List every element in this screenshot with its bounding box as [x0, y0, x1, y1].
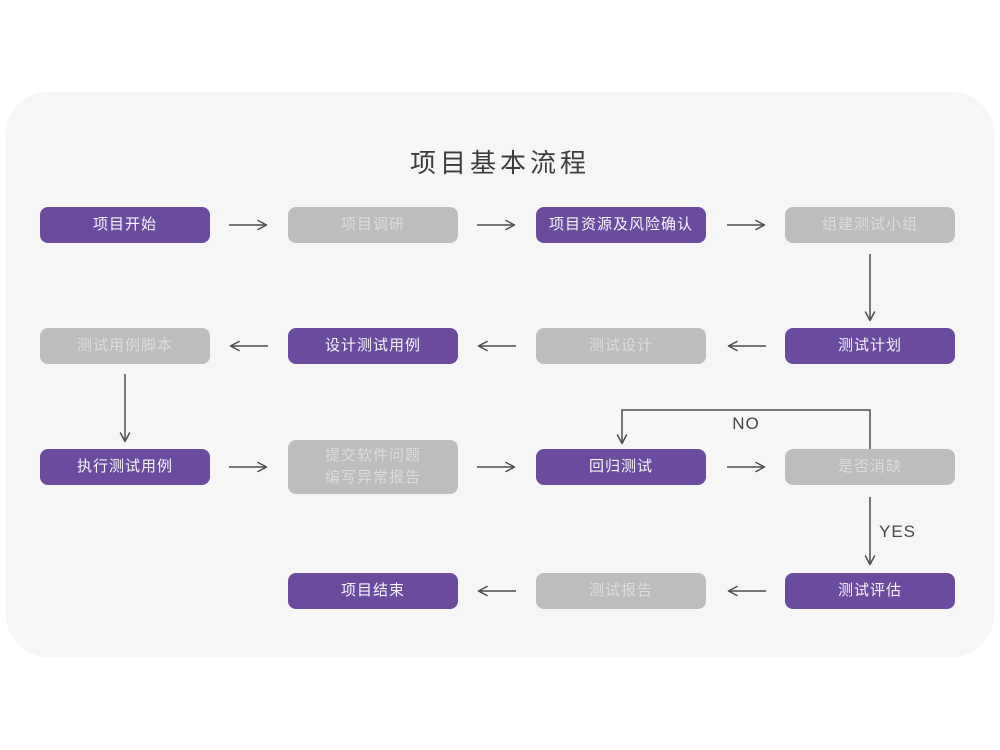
- node-project-start: 项目开始: [40, 207, 210, 243]
- diagram-title: 项目基本流程: [409, 148, 590, 178]
- panel-background: [6, 92, 994, 657]
- node-test-evaluation: 测试评估: [785, 573, 955, 609]
- node-project-research: 项目调研: [288, 207, 458, 243]
- node-defect-cleared: 是否消缺: [785, 449, 955, 485]
- node-project-end: 项目结束: [288, 573, 458, 609]
- node-build-test-team: 组建测试小组: [785, 207, 955, 243]
- node-resources-risk: 项目资源及风险确认: [536, 207, 706, 243]
- node-test-report: 测试报告: [536, 573, 706, 609]
- node-test-design: 测试设计: [536, 328, 706, 364]
- edge-label-yes: YES: [879, 522, 917, 541]
- node-test-plan: 测试计划: [785, 328, 955, 364]
- node-submit-issue-report: 提交软件问题 编写异常报告: [288, 440, 458, 494]
- node-design-test-case: 设计测试用例: [288, 328, 458, 364]
- node-regression-test: 回归测试: [536, 449, 706, 485]
- node-test-case-script: 测试用例脚本: [40, 328, 210, 364]
- node-run-test-case: 执行测试用例: [40, 449, 210, 485]
- edge-label-no: NO: [732, 414, 760, 433]
